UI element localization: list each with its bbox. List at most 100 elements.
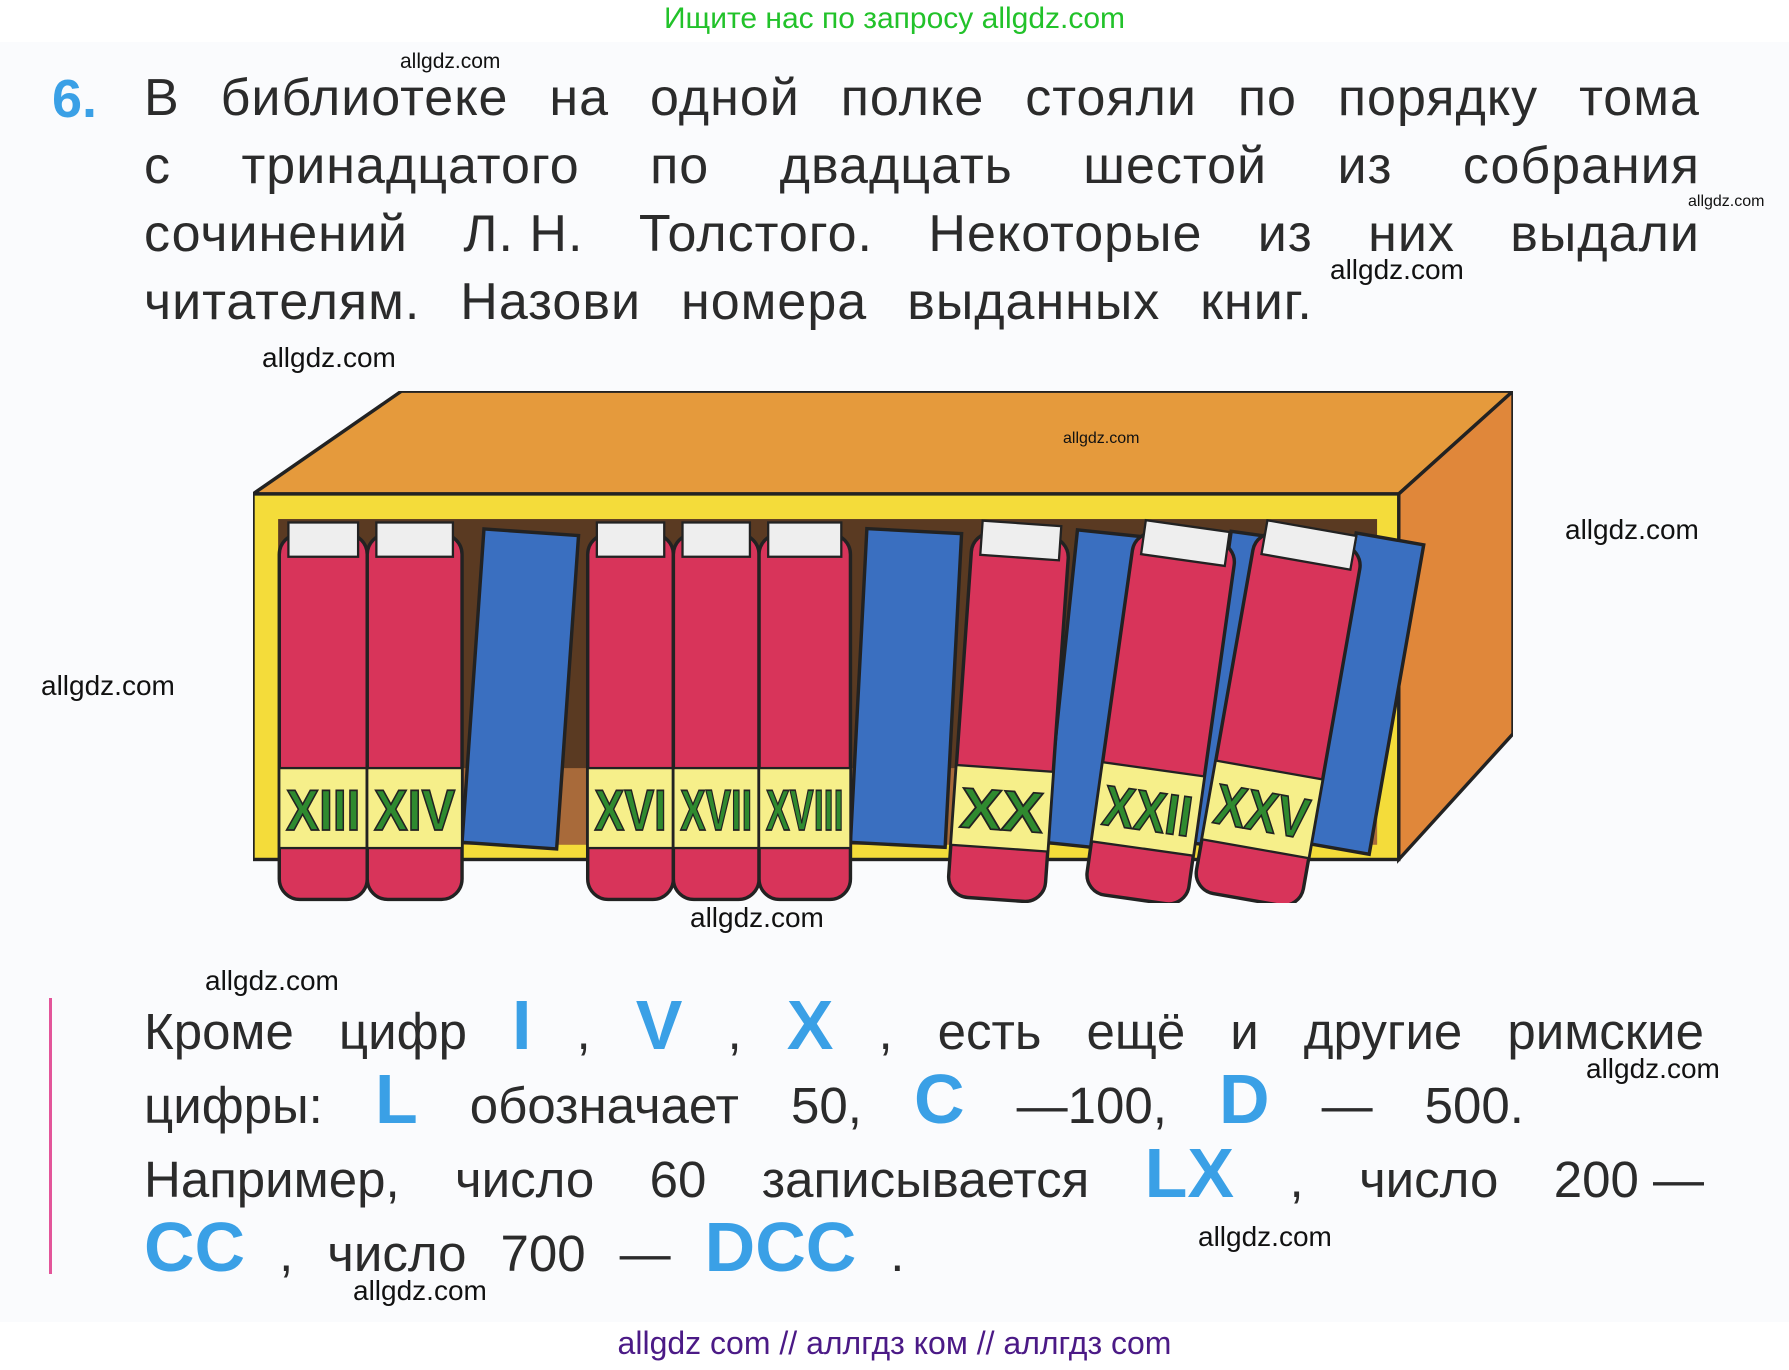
word: и — [1230, 1003, 1259, 1060]
word: . — [890, 1225, 905, 1282]
word: номера — [681, 273, 868, 331]
footer-links[interactable]: allgdz com // аллгдз ком // аллгдз com — [617, 1325, 1172, 1361]
word: число — [455, 1151, 595, 1208]
watermark: allgdz.com — [1330, 254, 1464, 285]
word: 200 — — [1553, 1151, 1704, 1208]
watermark: allgdz.com — [400, 50, 501, 73]
red-book: XVIII — [757, 521, 853, 902]
word: стояли — [1025, 69, 1197, 127]
word: число — [327, 1225, 467, 1282]
red-book: XVII — [671, 521, 761, 902]
red-book: XIV — [365, 521, 464, 902]
word: 500. — [1424, 1077, 1524, 1134]
word: Л. Н. — [463, 205, 584, 263]
roman-numeral: D — [1218, 1060, 1270, 1138]
word: , — [727, 1003, 742, 1060]
roman-numeral: LX — [1144, 1134, 1235, 1212]
red-book: XXV — [1194, 518, 1362, 903]
book-label: XXII — [1099, 774, 1196, 850]
word: тома — [1579, 69, 1700, 127]
word: собрания — [1462, 137, 1700, 195]
task-line: читателям. Назови номера выданных книг. — [144, 272, 1700, 332]
margin-rule — [49, 998, 52, 1274]
roman-numeral: L — [374, 1060, 418, 1138]
book-label: XVII — [680, 779, 752, 843]
watermark: allgdz.com — [1063, 430, 1140, 447]
watermark: allgdz.com — [1688, 193, 1765, 210]
blue-book — [460, 527, 581, 851]
word: Некоторые — [928, 205, 1203, 263]
watermark: allgdz.com — [1565, 514, 1699, 545]
word: с — [144, 137, 171, 195]
watermark: allgdz.com — [205, 965, 339, 996]
word: 60 — [649, 1151, 707, 1208]
word: одной — [650, 69, 800, 127]
word: Толстого. — [638, 205, 873, 263]
roman-numeral: V — [635, 986, 683, 1064]
watermark: allgdz.com — [1586, 1053, 1720, 1084]
word: другие — [1303, 1003, 1463, 1060]
word: по — [1237, 69, 1297, 127]
word: выданных — [907, 273, 1161, 331]
word: по — [650, 137, 710, 195]
word: —100, — [1016, 1077, 1167, 1134]
word: сочинений — [144, 205, 408, 263]
word: цифры: — [144, 1077, 323, 1134]
watermark: allgdz.com — [41, 670, 175, 701]
word: на — [549, 69, 610, 127]
word: книг. — [1200, 273, 1313, 331]
book-label: XVI — [595, 779, 667, 843]
word: шестой — [1083, 137, 1268, 195]
word: Например, — [144, 1151, 400, 1208]
watermark: allgdz.com — [262, 342, 396, 373]
book-label: XVIII — [766, 779, 844, 843]
word: — — [619, 1225, 671, 1282]
task-number: 6. — [52, 69, 98, 129]
roman-numeral: CC — [144, 1208, 246, 1286]
blue-book — [848, 526, 964, 850]
word: порядку — [1337, 69, 1539, 127]
header-band — [0, 0, 1789, 42]
word: полке — [840, 69, 985, 127]
book-label: XX — [958, 776, 1046, 846]
roman-numeral: C — [913, 1060, 965, 1138]
red-book: XX — [946, 519, 1070, 903]
roman-numeral: DCC — [704, 1208, 857, 1286]
word: , — [878, 1003, 893, 1060]
red-book: XXII — [1085, 518, 1237, 903]
word: 50, — [790, 1077, 862, 1134]
word: ещё — [1086, 1003, 1186, 1060]
word: В — [144, 69, 180, 127]
book-label: XIII — [286, 779, 360, 843]
watermark: allgdz.com — [1198, 1221, 1332, 1252]
word: , — [576, 1003, 591, 1060]
book-label: XIV — [374, 779, 455, 843]
word: из — [1257, 205, 1313, 263]
footer-band — [0, 1322, 1789, 1370]
roman-numeral: X — [786, 986, 834, 1064]
red-book: XIII — [277, 521, 369, 902]
word: записывается — [761, 1151, 1090, 1208]
word: — — [1321, 1077, 1373, 1134]
word: библиотеке — [220, 69, 509, 127]
word: читателям. — [144, 273, 421, 331]
word: , — [1289, 1151, 1304, 1208]
word: Назови — [460, 273, 642, 331]
word: , — [279, 1225, 294, 1282]
word: двадцать — [779, 137, 1013, 195]
roman-numeral: I — [512, 986, 532, 1064]
word: тринадцатого — [241, 137, 580, 195]
search-banner[interactable]: Ищите нас по запросу allgdz.com — [663, 2, 1126, 35]
watermark: allgdz.com — [353, 1275, 487, 1306]
word: цифр — [338, 1003, 467, 1060]
word: число — [1359, 1151, 1499, 1208]
